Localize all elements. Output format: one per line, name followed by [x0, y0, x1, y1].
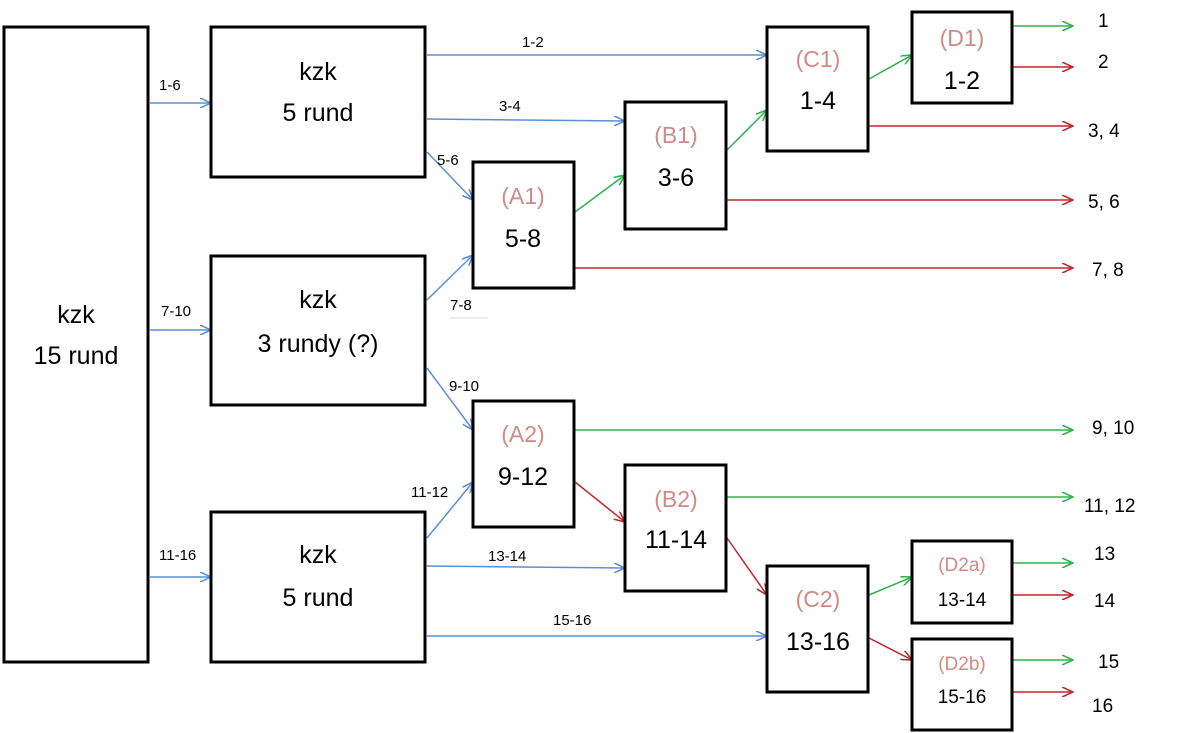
box-d1-code: (D1) [940, 25, 985, 51]
arrow-b1-c1 [726, 110, 767, 151]
box-group-3-line2: 5 rund [283, 584, 354, 612]
box-c1-range: 1-4 [800, 87, 836, 115]
box-d2a: (D2a) 13-14 [910, 539, 1014, 625]
result-15: 15 [1098, 652, 1119, 673]
box-a2: (A2) 9-12 [471, 399, 576, 529]
box-c2: (C2) 13-16 [765, 564, 870, 694]
box-group-3: kzk 5 rund [209, 510, 427, 664]
arrow-g3-b2 [426, 566, 625, 568]
box-b2: (B2) 11-14 [623, 463, 728, 593]
box-d2a-code: (D2a) [938, 555, 986, 576]
box-main-line1: kzk [57, 301, 95, 329]
arrow-g2-a2 [426, 367, 473, 430]
box-group-2-line2: 3 rundy (?) [258, 330, 379, 358]
arrow-g1-b1 [426, 119, 625, 121]
edge-label-g2-a2: 9-10 [449, 378, 479, 395]
box-a1-range: 5-8 [505, 225, 541, 253]
box-c2-range: 13-16 [786, 628, 850, 656]
box-b2-code: (B2) [654, 486, 697, 512]
arrow-c1-d1 [868, 55, 912, 80]
edge-label-main-g1: 1-6 [159, 77, 181, 94]
result-3-4: 3, 4 [1088, 121, 1120, 142]
arrow-a1-b1 [574, 175, 625, 213]
result-11-12: 11, 12 [1084, 496, 1135, 517]
arrow-c2-d2a [868, 577, 912, 596]
box-a2-range: 9-12 [498, 463, 548, 491]
result-7-8: 7, 8 [1092, 260, 1124, 281]
edge-label-main-g2: 7-10 [161, 303, 191, 320]
edge-label-g1-a1: 5-6 [437, 152, 459, 169]
edge-label-g1-c1: 1-2 [522, 34, 544, 51]
box-b1-range: 3-6 [658, 164, 694, 192]
box-group-2: kzk 3 rundy (?) [209, 254, 427, 407]
box-d1: (D1) 1-2 [910, 10, 1014, 105]
box-c1-code: (C1) [796, 46, 841, 72]
edge-label-main-g3: 11-16 [159, 547, 196, 564]
edge-label-g2-a1: 7-8 [450, 297, 472, 314]
box-b1-code: (B1) [654, 122, 697, 148]
box-main-line2: 15 rund [34, 342, 119, 370]
box-a1: (A1) 5-8 [471, 160, 576, 290]
box-d1-range: 1-2 [944, 67, 980, 95]
edge-label-g3-b2: 13-14 [488, 548, 526, 565]
box-group-3-line1: kzk [299, 541, 337, 569]
box-a2-code: (A2) [501, 421, 544, 447]
box-d2b-code: (D2b) [938, 654, 986, 675]
arrow-g2-a1 [426, 255, 473, 301]
arrow-c2-d2b [868, 637, 912, 660]
result-9-10: 9, 10 [1092, 418, 1134, 439]
arrow-g3-a2 [426, 482, 473, 539]
box-b2-range: 11-14 [645, 526, 707, 554]
edge-label-g3-c2: 15-16 [553, 612, 591, 629]
box-a1-code: (A1) [501, 183, 544, 209]
arrow-g1-a1 [426, 151, 473, 200]
box-group-1-line1: kzk [299, 58, 337, 86]
box-d2a-range: 13-14 [938, 590, 987, 611]
box-main: kzk 15 rund [2, 25, 150, 664]
result-1: 1 [1098, 11, 1109, 32]
result-14: 14 [1094, 591, 1116, 612]
edge-label-g3-a2: 11-12 [411, 484, 448, 501]
arrow-a2-b2 [574, 481, 625, 522]
box-group-1-line2: 5 rund [283, 99, 354, 127]
box-d2b-range: 15-16 [938, 687, 987, 708]
result-13: 13 [1094, 544, 1115, 565]
arrow-b2-c2 [726, 537, 767, 595]
result-5-6: 5, 6 [1088, 192, 1120, 213]
box-group-1: kzk 5 rund [209, 25, 427, 179]
result-16: 16 [1092, 696, 1113, 717]
edge-label-g1-b1: 3-4 [499, 98, 521, 115]
box-d2b: (D2b) 15-16 [910, 637, 1014, 732]
box-b1: (B1) 3-6 [623, 100, 728, 231]
box-c1: (C1) 1-4 [765, 25, 870, 153]
box-c2-code: (C2) [796, 586, 841, 612]
result-2: 2 [1098, 52, 1109, 73]
box-group-2-line1: kzk [299, 286, 337, 314]
